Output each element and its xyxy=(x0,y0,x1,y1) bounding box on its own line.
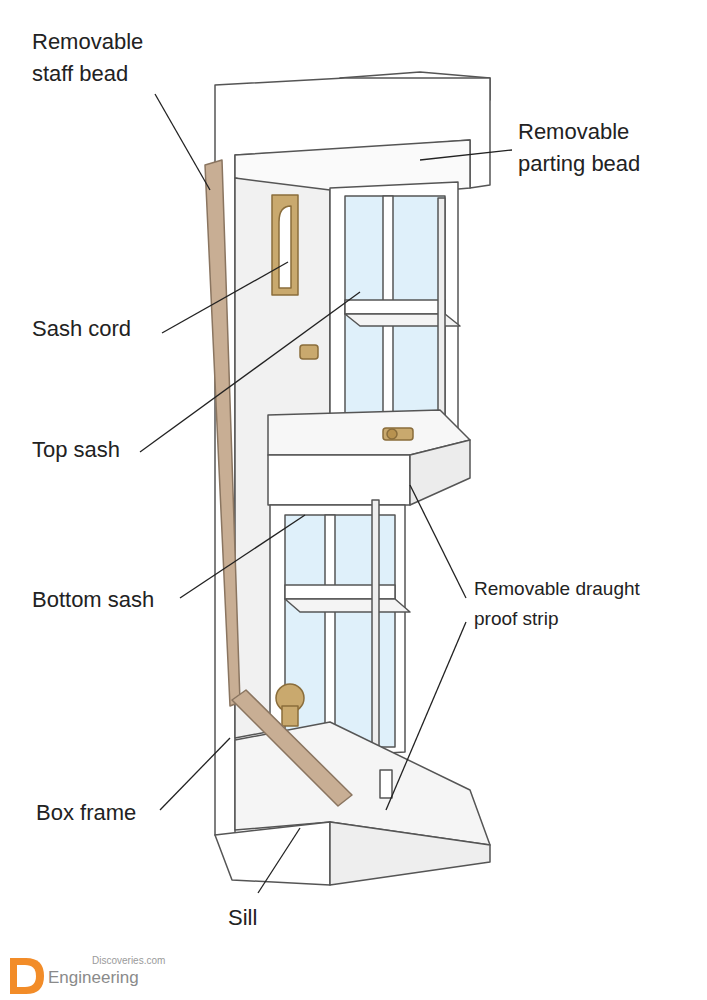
part-label: Bottom sash xyxy=(32,584,202,616)
part-label: Removable parting bead xyxy=(518,116,693,180)
part-label: Top sash xyxy=(32,434,202,466)
part-label: Sash cord xyxy=(32,313,202,345)
watermark: Engineering xyxy=(48,967,188,989)
part-label: Removable staff bead xyxy=(32,26,164,90)
watermark: Discoveries.com xyxy=(92,955,212,967)
part-label: Removable draught proof strip xyxy=(474,574,666,634)
part-label: Box frame xyxy=(36,797,206,829)
part-label: Sill xyxy=(228,902,328,934)
